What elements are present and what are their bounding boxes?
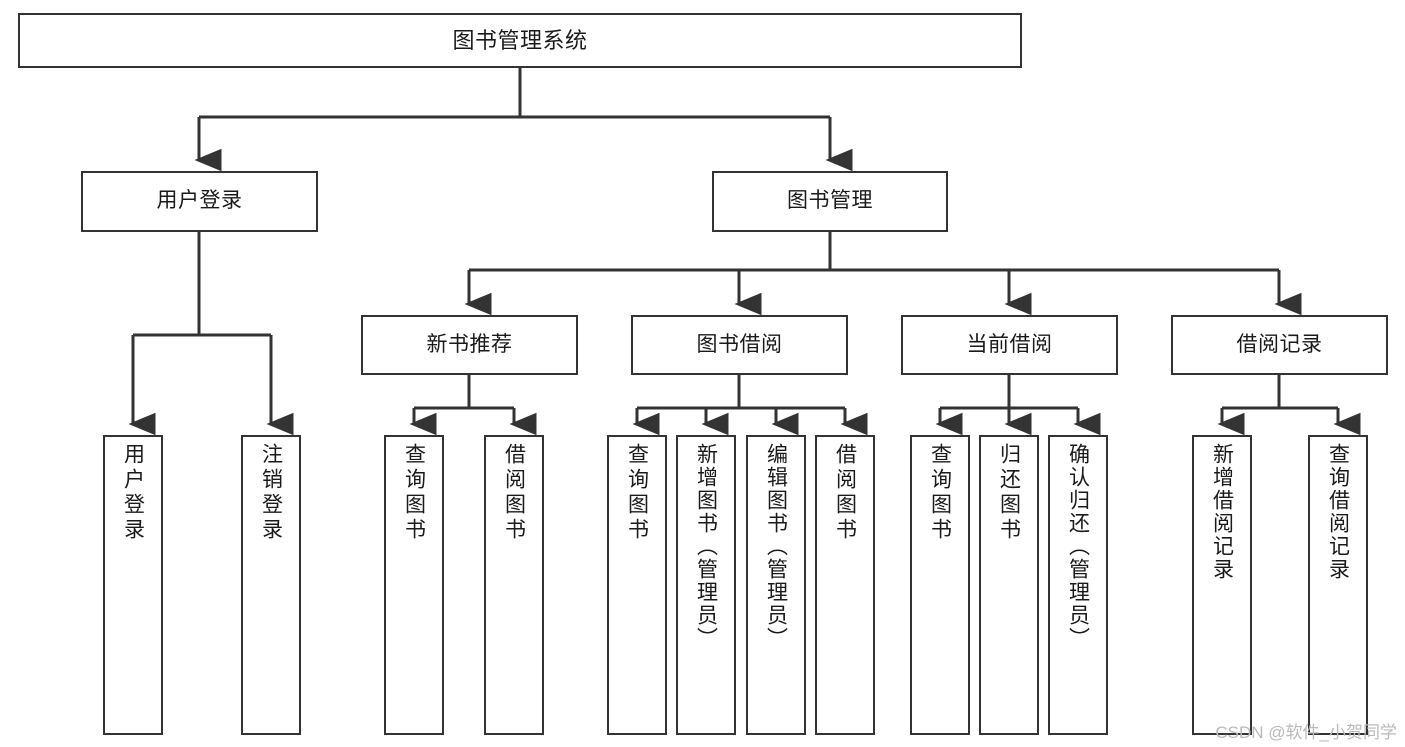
node-label: 查询图书 — [928, 443, 952, 543]
node-label: 查询图书 — [625, 443, 649, 543]
watermark-csdn: CSDN @软件_小贺同学 — [1215, 723, 1397, 742]
node-label: 查询借阅记录 — [1326, 443, 1350, 581]
node-label: 图书管理系统 — [452, 27, 588, 53]
leaf-borrow-record-add-record[interactable]: 新增借阅记录 — [1192, 435, 1252, 735]
node-borrow-record[interactable]: 借阅记录 — [1171, 315, 1388, 375]
node-label: 注销登录 — [259, 443, 283, 543]
node-label: 新增借阅记录 — [1210, 443, 1234, 581]
leaf-user-login-login[interactable]: 用户登录 — [103, 435, 163, 735]
node-book-borrow[interactable]: 图书借阅 — [631, 315, 848, 375]
node-label: 用户登录 — [156, 189, 243, 213]
node-label: 归还图书 — [997, 443, 1021, 543]
leaf-current-borrow-return-book[interactable]: 归还图书 — [979, 435, 1039, 735]
node-label: 图书借阅 — [696, 332, 783, 356]
leaf-new-book-query-book[interactable]: 查询图书 — [384, 435, 444, 735]
node-label: 新书推荐 — [426, 332, 513, 356]
node-current-borrow[interactable]: 当前借阅 — [901, 315, 1118, 375]
node-label: 编辑图书（管理员） — [764, 443, 788, 650]
node-book-management[interactable]: 图书管理 — [712, 171, 948, 232]
leaf-borrow-record-query-record[interactable]: 查询借阅记录 — [1308, 435, 1368, 735]
node-label: 用户登录 — [121, 443, 145, 543]
node-label: 借阅图书 — [833, 443, 857, 543]
leaf-current-borrow-query-book[interactable]: 查询图书 — [910, 435, 970, 735]
node-label: 借阅记录 — [1236, 332, 1323, 356]
leaf-current-borrow-confirm-return-admin[interactable]: 确认归还（管理员） — [1048, 435, 1108, 735]
leaf-book-borrow-query-book[interactable]: 查询图书 — [607, 435, 667, 735]
node-label: 查询图书 — [402, 443, 426, 543]
leaf-book-borrow-borrow-book[interactable]: 借阅图书 — [815, 435, 875, 735]
node-new-book-recommend[interactable]: 新书推荐 — [361, 315, 578, 375]
leaf-book-borrow-edit-book-admin[interactable]: 编辑图书（管理员） — [746, 435, 806, 735]
leaf-user-login-logout[interactable]: 注销登录 — [241, 435, 301, 735]
node-user-login[interactable]: 用户登录 — [81, 171, 318, 232]
leaf-book-borrow-add-book-admin[interactable]: 新增图书（管理员） — [676, 435, 736, 735]
node-label: 确认归还（管理员） — [1066, 443, 1090, 650]
node-label: 新增图书（管理员） — [694, 443, 718, 650]
node-label: 图书管理 — [787, 189, 873, 213]
node-label: 当前借阅 — [966, 332, 1053, 356]
node-label: 借阅图书 — [502, 443, 526, 543]
leaf-new-book-borrow-book[interactable]: 借阅图书 — [484, 435, 544, 735]
node-root-book-management-system[interactable]: 图书管理系统 — [18, 13, 1022, 68]
